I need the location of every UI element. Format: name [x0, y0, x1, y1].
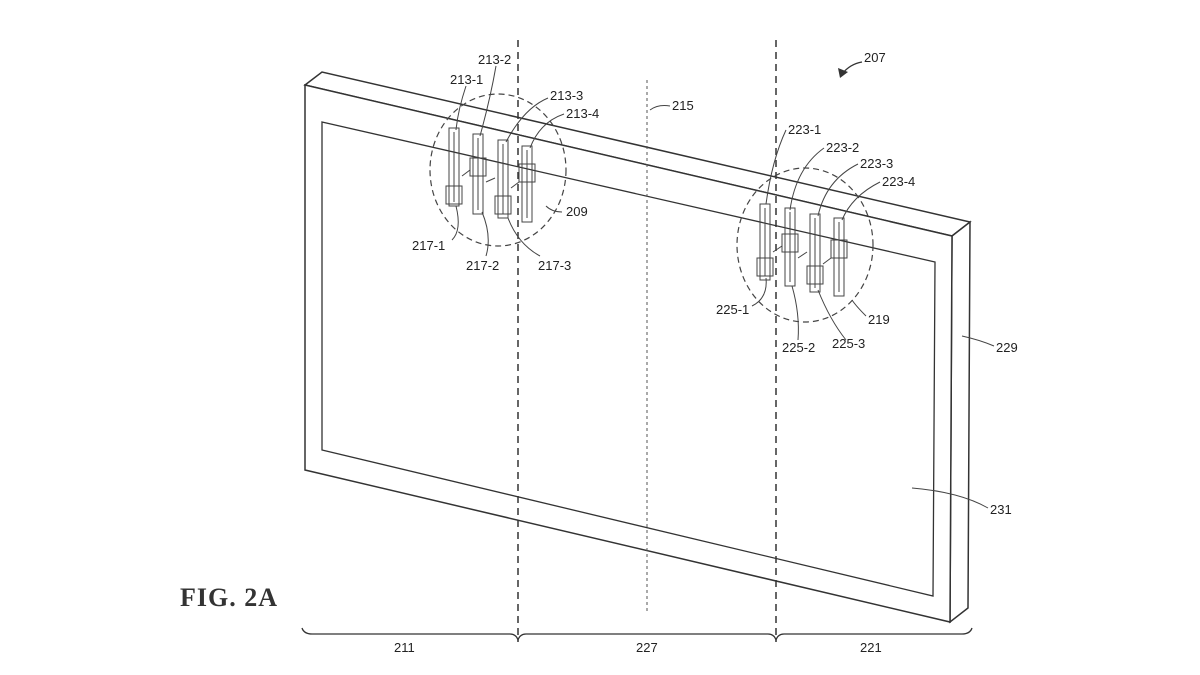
display-panel	[303, 71, 972, 624]
label-231: 231	[990, 502, 1012, 517]
label-213-2: 213-2	[478, 52, 511, 67]
label-217-2: 217-2	[466, 258, 499, 273]
hinge-pins-right	[756, 203, 848, 297]
panel-right-edge	[949, 220, 971, 624]
connector-group-left	[429, 93, 567, 247]
label-229: 229	[996, 340, 1018, 355]
label-217-1: 217-1	[412, 238, 445, 253]
label-225-1: 225-1	[716, 302, 749, 317]
figure-title: FIG. 2A	[180, 583, 278, 612]
label-225-2: 225-2	[782, 340, 815, 355]
label-207: 207	[864, 50, 886, 65]
label-221: 221	[860, 640, 882, 655]
dashed-circle-209	[429, 93, 567, 247]
label-217-3: 217-3	[538, 258, 571, 273]
label-223-4: 223-4	[882, 174, 915, 189]
label-223-3: 223-3	[860, 156, 893, 171]
label-213-1: 213-1	[450, 72, 483, 87]
label-223-1: 223-1	[788, 122, 821, 137]
leader-lines	[451, 61, 995, 509]
label-213-3: 213-3	[550, 88, 583, 103]
label-223-2: 223-2	[826, 140, 859, 155]
label-209: 209	[566, 204, 588, 219]
hinge-pins-left	[445, 127, 536, 223]
label-213-4: 213-4	[566, 106, 599, 121]
label-219: 219	[868, 312, 890, 327]
label-215: 215	[672, 98, 694, 113]
label-225-3: 225-3	[832, 336, 865, 351]
label-227: 227	[636, 640, 658, 655]
bottom-bracket	[301, 627, 973, 643]
panel-screen-area	[321, 121, 936, 597]
label-211: 211	[394, 640, 415, 655]
